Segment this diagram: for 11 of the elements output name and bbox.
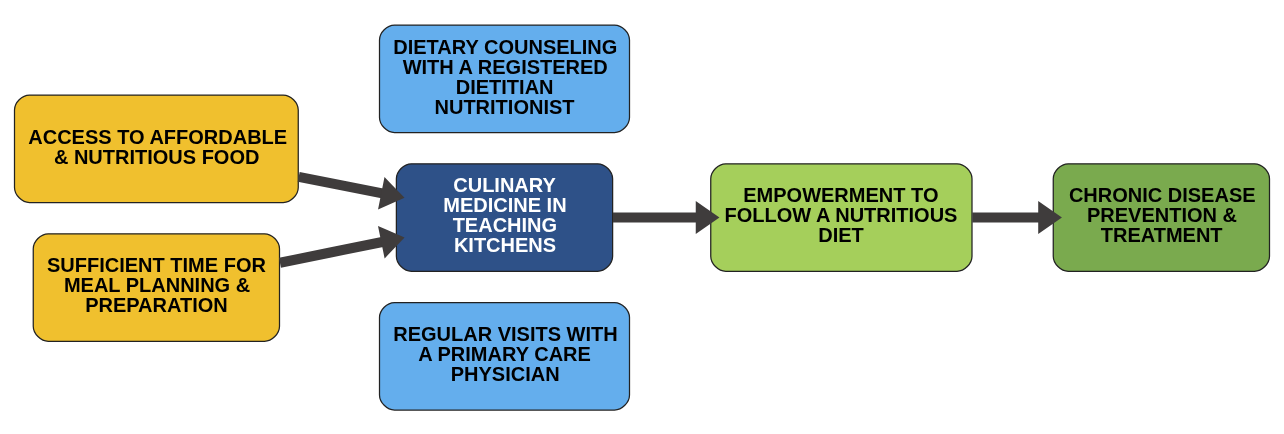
arrow xyxy=(972,200,1062,234)
node-box: SUFFICIENT TIME FOR MEAL PLANNING & PREPARATION xyxy=(32,232,281,342)
node-box: DIETARY COUNSELING WITH A REGISTERED DIETITIAN NUTRITIONIST xyxy=(378,23,631,133)
node-box: EMPOWERMENT TO FOLLOW A NUTRITIOUS DIET xyxy=(710,162,973,272)
node-box: CULINARY MEDICINE IN TEACHING KITCHENS xyxy=(395,162,614,272)
arrow xyxy=(297,171,405,210)
arrow xyxy=(612,200,720,234)
node-box: CHRONIC DISEASE PREVENTION & TREATMENT xyxy=(1052,162,1271,272)
node-box: REGULAR VISITS WITH A PRIMARY CARE PHYSICIAN xyxy=(378,301,631,411)
node-box: ACCESS TO AFFORDABLE & NUTRITIOUS FOOD xyxy=(13,93,299,203)
arrow xyxy=(278,225,405,268)
